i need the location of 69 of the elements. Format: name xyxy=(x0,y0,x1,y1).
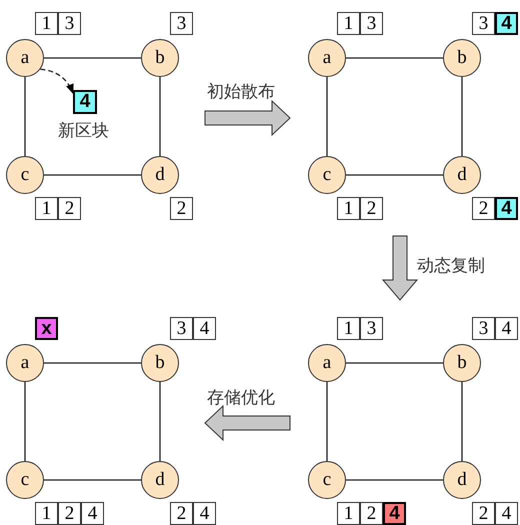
node-circle: a xyxy=(308,39,346,77)
node-circle: d xyxy=(141,156,179,194)
block-cell: 4 xyxy=(495,197,518,220)
link-line xyxy=(44,57,141,59)
link-line xyxy=(326,77,328,156)
block-cell: 1 xyxy=(35,502,58,525)
link-line xyxy=(44,174,141,176)
step-label: 初始散布 xyxy=(207,81,275,103)
block-cell: 2 xyxy=(360,502,383,525)
block-cell: 2 xyxy=(360,197,383,220)
node-circle: d xyxy=(141,461,179,499)
block-cell: 1 xyxy=(35,12,58,35)
link-line xyxy=(24,382,26,461)
block-cell: 2 xyxy=(472,502,495,525)
block-cell: 4 xyxy=(495,502,518,525)
node-circle: d xyxy=(443,461,481,499)
node-circle: c xyxy=(6,461,44,499)
block-cell: 2 xyxy=(58,502,81,525)
link-line xyxy=(44,479,141,481)
step-label: 存储优化 xyxy=(207,387,275,409)
block-cell: 2 xyxy=(472,197,495,220)
node-circle: b xyxy=(443,39,481,77)
link-line xyxy=(346,57,443,59)
link-line xyxy=(44,362,141,364)
node-circle: a xyxy=(308,344,346,382)
block-cell: 1 xyxy=(337,12,360,35)
block-cell: 3 xyxy=(472,317,495,340)
block-cell: 3 xyxy=(58,12,81,35)
link-line xyxy=(159,382,161,461)
block-cell: 1 xyxy=(337,197,360,220)
block-cell: 3 xyxy=(170,317,193,340)
block-cell: 3 xyxy=(170,12,193,35)
node-circle: d xyxy=(443,156,481,194)
dashed-arrow xyxy=(40,68,74,94)
block-cell: 2 xyxy=(58,197,81,220)
block-cell: 2 xyxy=(170,502,193,525)
node-circle: b xyxy=(141,39,179,77)
link-line xyxy=(346,479,443,481)
link-line xyxy=(346,174,443,176)
block-cell: x xyxy=(35,317,58,340)
block-cell: 4 xyxy=(495,12,518,35)
block-cell: 4 xyxy=(193,502,216,525)
node-circle: b xyxy=(443,344,481,382)
node-circle: a xyxy=(6,344,44,382)
step-label: 动态复制 xyxy=(417,255,485,277)
block-cell: 3 xyxy=(472,12,495,35)
link-line xyxy=(24,77,26,156)
node-circle: c xyxy=(6,156,44,194)
block-cell: 4 xyxy=(73,90,97,114)
link-line xyxy=(461,77,463,156)
block-cell: 4 xyxy=(383,502,406,525)
node-circle: b xyxy=(141,344,179,382)
block-cell: 1 xyxy=(337,317,360,340)
node-circle: c xyxy=(308,156,346,194)
node-circle: c xyxy=(308,461,346,499)
block-cell: 1 xyxy=(35,197,58,220)
block-cell: 4 xyxy=(81,502,104,525)
block-cell: 4 xyxy=(495,317,518,340)
link-line xyxy=(159,77,161,156)
block-cell: 1 xyxy=(337,502,360,525)
link-line xyxy=(326,382,328,461)
link-line xyxy=(346,362,443,364)
link-line xyxy=(461,382,463,461)
node-circle: a xyxy=(6,39,44,77)
block-cell: 2 xyxy=(170,197,193,220)
block-caption: 新区块 xyxy=(58,120,109,142)
block-cell: 3 xyxy=(360,317,383,340)
block-cell: 4 xyxy=(193,317,216,340)
block-cell: 3 xyxy=(360,12,383,35)
